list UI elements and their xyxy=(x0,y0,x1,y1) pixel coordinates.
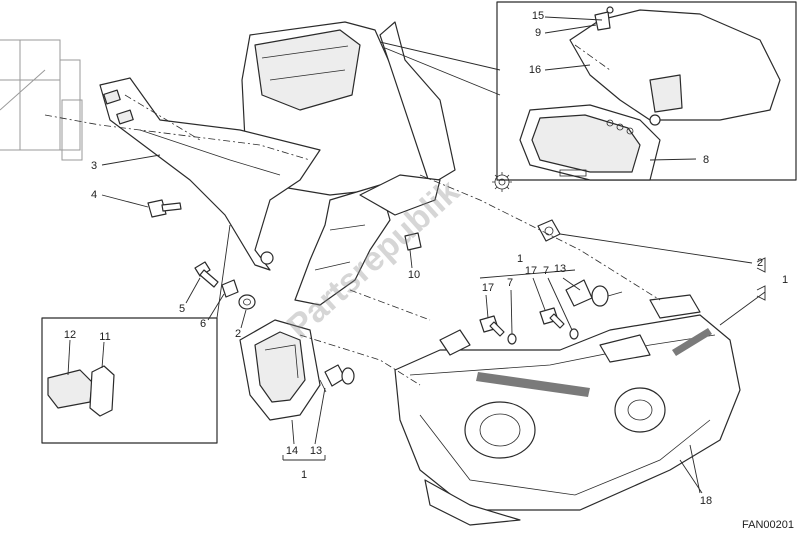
callout-7-right: 7 xyxy=(543,265,549,277)
callout-13-lower: 13 xyxy=(310,445,322,457)
callout-8: 8 xyxy=(703,154,709,166)
callout-18: 18 xyxy=(700,495,712,507)
callout-9: 9 xyxy=(535,27,541,39)
bolt-5 xyxy=(194,261,219,288)
frame-ghost xyxy=(0,39,83,161)
callout-7-left: 7 xyxy=(507,277,513,289)
center-bracket xyxy=(294,174,441,306)
headlight-unit xyxy=(394,294,741,526)
callout-13-upper: 13 xyxy=(554,263,566,275)
callout-1-top: 1 xyxy=(517,253,523,265)
callout-10: 10 xyxy=(408,269,420,281)
position-lamp-14 xyxy=(239,319,321,421)
callout-1-right: 1 xyxy=(782,274,788,286)
bulb-17-right xyxy=(539,307,565,329)
callout-2-right: 2 xyxy=(757,257,763,269)
callout-16: 16 xyxy=(529,64,541,76)
spacer-6 xyxy=(221,279,239,298)
callout-11: 11 xyxy=(99,331,110,343)
bulb-7-right xyxy=(569,328,579,340)
callout-4: 4 xyxy=(91,189,97,201)
drawing-code: FAN00201 xyxy=(742,519,794,531)
bulb-13-lower xyxy=(319,364,355,393)
support-frame xyxy=(99,77,321,271)
grommet-10 xyxy=(404,232,422,251)
callout-12: 12 xyxy=(64,329,76,341)
bolt-4 xyxy=(147,199,182,218)
bulb-13-upper xyxy=(565,279,623,307)
callout-17-left: 17 xyxy=(482,282,494,294)
callout-15: 15 xyxy=(532,10,544,22)
leader-lines xyxy=(67,16,766,494)
callout-6: 6 xyxy=(200,318,206,330)
callout-3: 3 xyxy=(91,160,97,172)
switch-inset xyxy=(41,317,218,444)
callout-14: 14 xyxy=(286,445,298,457)
callout-5: 5 xyxy=(179,303,185,315)
callout-2-left: 2 xyxy=(235,328,241,340)
callout-1-bottom: 1 xyxy=(301,469,307,481)
grommet-2-left xyxy=(238,294,256,310)
callout-17-right: 17 xyxy=(525,265,537,277)
gear-icon xyxy=(492,172,512,192)
assembly-lines xyxy=(44,44,661,386)
bulb-7-left xyxy=(507,333,517,345)
instrument-inset xyxy=(496,1,797,181)
grommet-2-right xyxy=(537,219,561,242)
bulb-17-left xyxy=(479,315,505,337)
